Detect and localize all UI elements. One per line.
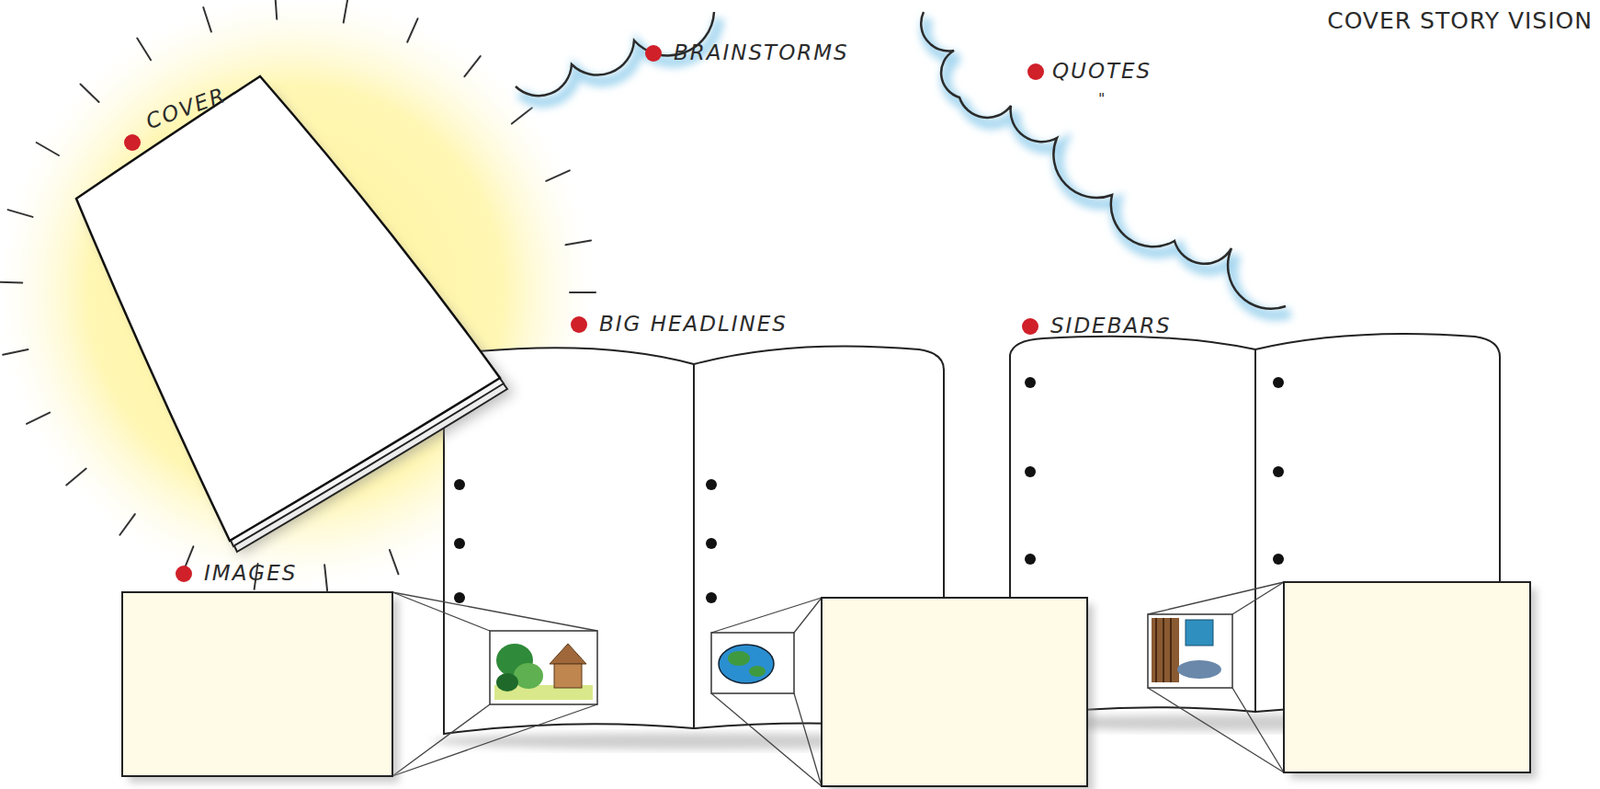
thumbnail-square: [1185, 619, 1214, 646]
cover-magazine: [76, 76, 515, 556]
globe: [718, 644, 774, 683]
node-label: IMAGES: [204, 562, 297, 584]
bullet-dot: [705, 591, 717, 603]
leader-line: [794, 692, 822, 786]
quote-mark: ": [1098, 91, 1105, 107]
glow-ray: [36, 142, 59, 156]
leader-line: [711, 692, 822, 786]
leader-line: [1232, 581, 1284, 614]
thumbnail-stripes: [1151, 617, 1180, 682]
thumbnail-stripes: [1156, 617, 1171, 682]
glow-ray: [511, 107, 533, 124]
zoom-box: [1283, 581, 1531, 772]
red-dot: [645, 45, 662, 62]
bullet-dot: [1024, 465, 1036, 477]
red-dots: [124, 45, 1044, 582]
bullet-dot: [1024, 376, 1036, 388]
glow-ray: [324, 564, 328, 591]
cloud-node: BRAINSTORMS QUOTES: [496, 0, 1305, 313]
node-label: BRAINSTORMS: [673, 42, 850, 64]
bullet-dot: [1024, 553, 1036, 565]
bullet-dot: [453, 478, 466, 490]
thumbnail-frame: [1147, 613, 1233, 688]
bullet-dot: [705, 537, 717, 549]
leader-line: [711, 597, 822, 633]
thumbnail-blob: [1177, 659, 1222, 679]
bullet-dot: [453, 537, 466, 549]
house-roof: [549, 643, 587, 664]
red-dot: [175, 565, 193, 582]
glow-ray: [0, 281, 23, 284]
glow-ray: [136, 38, 151, 61]
tree-blob: [496, 672, 519, 692]
leader-line: [1232, 687, 1284, 772]
zoom-box: [821, 597, 1088, 786]
zoom-box: [1283, 581, 1537, 779]
thumbnail-frame: [489, 630, 598, 704]
cover-node: COVER: [76, 76, 500, 541]
node-label: SIDEBARS: [1050, 315, 1172, 337]
glow-ray: [464, 56, 480, 77]
glow-ray: [545, 170, 570, 181]
glow-ray: [565, 239, 591, 245]
leader-lines: [392, 581, 1284, 786]
image-box: IMAGES: [122, 591, 393, 776]
glow-ray: [79, 84, 99, 103]
red-dot: [1027, 63, 1044, 80]
node-label: BIG HEADLINES: [599, 313, 788, 335]
diagram-title: COVER STORY VISION: [1327, 9, 1593, 33]
bullet-dot: [1272, 376, 1284, 388]
bullet-dot: [1272, 465, 1284, 477]
magazine-spread: BIG HEADLINES: [443, 340, 944, 736]
bullet-dots: [453, 376, 1284, 603]
leader-line: [1147, 687, 1284, 772]
red-dot: [1021, 317, 1039, 335]
cloud-shadow: [520, 18, 1291, 316]
leader-line: [392, 703, 598, 776]
glow-ray: [8, 209, 34, 217]
glow-ray: [26, 412, 50, 424]
leader-line: [392, 703, 490, 776]
red-dot: [570, 316, 588, 333]
node-label: COVER: [143, 84, 229, 134]
node-label: QUOTES: [1052, 60, 1152, 82]
bullet-dot: [1272, 553, 1284, 565]
tree-blob: [513, 662, 544, 689]
glow-ray: [343, 0, 349, 23]
zoom-box: [122, 591, 399, 783]
thumbnail-image: [1147, 613, 1233, 688]
glow-ray: [389, 549, 399, 574]
magazine-spread: SIDEBARS: [1009, 330, 1500, 717]
cloud-outline: [515, 11, 1286, 309]
leader-line: [392, 591, 598, 631]
glow-ray: [274, 0, 277, 20]
leader-line: [794, 597, 822, 633]
globe-land: [727, 650, 750, 666]
glow-ray: [66, 468, 86, 486]
leader-line: [1147, 581, 1284, 614]
glow-ray: [203, 7, 212, 33]
glow-ray: [569, 291, 596, 294]
cover-page: [76, 76, 500, 541]
glow-ray: [119, 513, 135, 535]
glow-ray: [2, 349, 28, 355]
glow-ray: [407, 18, 418, 43]
red-dot: [124, 134, 141, 151]
thumbnail-image: [711, 632, 795, 693]
thumbnail-frame: [711, 632, 795, 693]
globe-land: [748, 665, 766, 677]
bullet-dot: [453, 591, 466, 603]
bullet-dot: [705, 478, 717, 490]
leader-line: [392, 591, 490, 631]
zoom-box: [122, 591, 393, 776]
house-wall: [554, 663, 582, 688]
thumbnail-image: [489, 630, 598, 704]
zoom-box: [821, 597, 1094, 789]
